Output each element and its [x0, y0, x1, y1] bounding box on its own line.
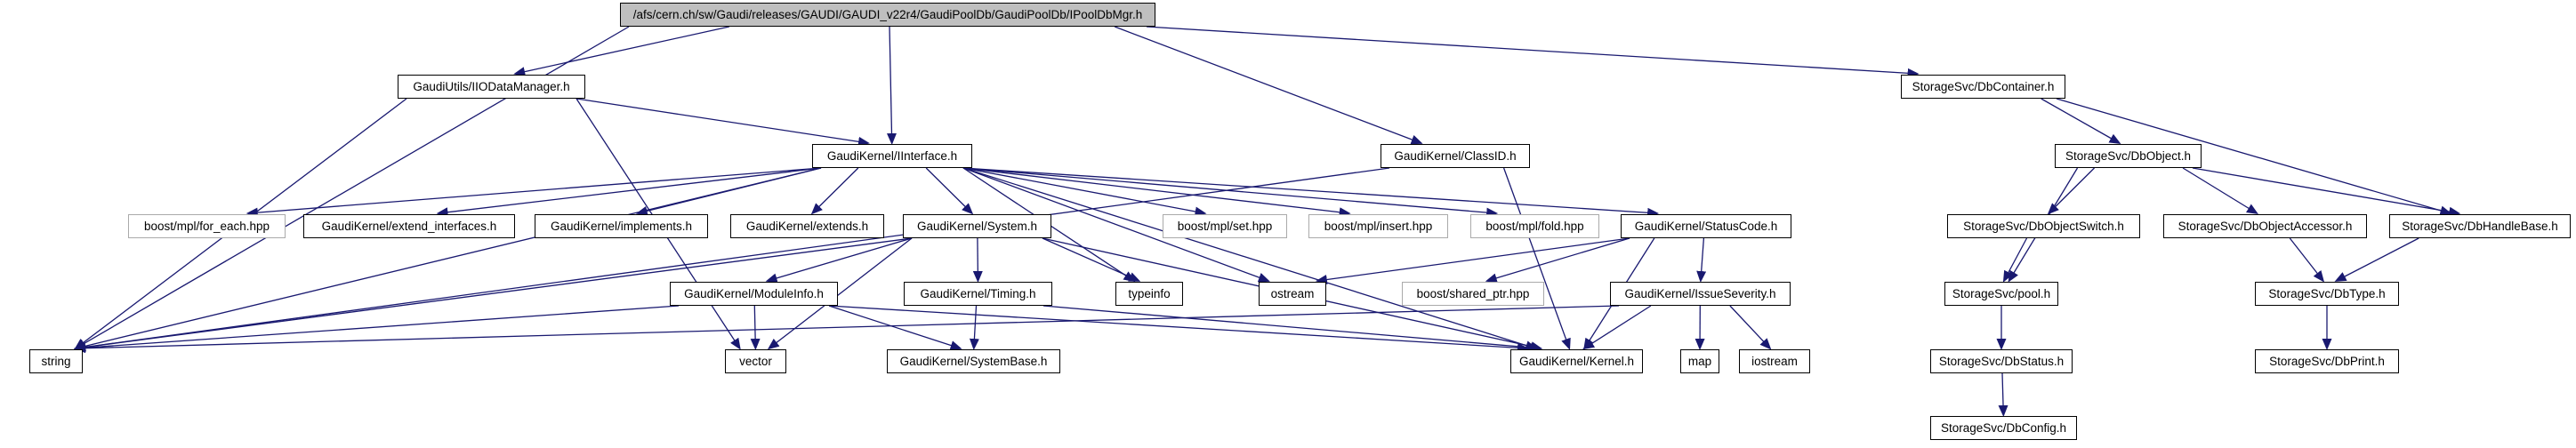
include-edge-moduleinfo-to-string [74, 305, 680, 353]
include-edge-iinterface-to-statuscode [962, 167, 1660, 218]
include-edge-dbobject-to-dbaccessor [2182, 167, 2258, 215]
include-edge-moduleinfo-to-kernel [828, 305, 1529, 353]
include-edge-dbobject-to-dbswitch [2047, 167, 2095, 215]
graph-node-iiodm[interactable]: GaudiUtils/IIODataManager.h [398, 75, 585, 99]
include-edge-dbhandle-to-dbtype [2334, 237, 2419, 282]
graph-node-systembase[interactable]: GaudiKernel/SystemBase.h [887, 349, 1060, 373]
graph-node-implements[interactable]: GaudiKernel/implements.h [535, 214, 708, 238]
graph-node-map: map [1680, 349, 1719, 373]
include-edge-iinterface-to-insert [962, 167, 1351, 218]
graph-node-dbswitch[interactable]: StorageSvc/DbObjectSwitch.h [1947, 214, 2140, 238]
include-edge-dbcontainer-to-dbobject [2041, 98, 2121, 144]
include-edge-iinterface-to-string [74, 167, 822, 351]
graph-node-system[interactable]: GaudiKernel/System.h [903, 214, 1051, 238]
graph-node-dbstatus[interactable]: StorageSvc/DbStatus.h [1930, 349, 2073, 373]
graph-node-for_each: boost/mpl/for_each.hpp [128, 214, 286, 238]
graph-node-dbhandle[interactable]: StorageSvc/DbHandleBase.h [2389, 214, 2571, 238]
include-edge-system-to-string [74, 237, 913, 353]
graph-node-dbconfig[interactable]: StorageSvc/DbConfig.h [1930, 416, 2077, 440]
graph-node-dbtype[interactable]: StorageSvc/DbType.h [2255, 282, 2399, 306]
include-edge-moduleinfo-to-systembase [828, 305, 962, 350]
include-edge-iiodm-to-iinterface [576, 98, 870, 147]
include-edge-iinterface-to-for_each [246, 167, 822, 218]
graph-node-set: boost/mpl/set.hpp [1163, 214, 1287, 238]
include-edge-issuesev-to-kernel [1582, 305, 1652, 350]
include-edge-statuscode-to-sharedptr [1485, 237, 1630, 284]
include-edge-dbstatus-to-dbconfig [1998, 372, 2008, 417]
include-edge-moduleinfo-to-vector [750, 305, 761, 350]
include-edge-iinterface-to-kernel [962, 167, 1538, 350]
include-edge-iinterface-to-ostream [962, 167, 1270, 283]
include-edge-system-to-vector [767, 237, 913, 350]
include-edge-issuesev-to-string [74, 305, 1620, 354]
include-edge-classid-to-kernel [1502, 167, 1571, 350]
include-edge-system-to-moduleinfo [765, 237, 913, 284]
include-edge-system-to-typeinfo [1042, 237, 1141, 282]
include-edge-statuscode-to-ostream [1315, 237, 1630, 284]
include-edge-title-to-dbcontainer [1146, 26, 1920, 78]
graph-node-fold: boost/mpl/fold.hpp [1470, 214, 1599, 238]
include-edge-iinterface-to-fold [962, 167, 1499, 218]
graph-node-insert: boost/mpl/insert.hpp [1308, 214, 1448, 238]
include-edge-classid-to-string [74, 167, 1390, 352]
graph-node-extint[interactable]: GaudiKernel/extend_interfaces.h [303, 214, 515, 238]
include-edge-dbcontainer-to-dbhandle [2056, 98, 2452, 216]
graph-node-sharedptr: boost/shared_ptr.hpp [1402, 282, 1544, 306]
include-edge-title-to-iinterface [886, 26, 897, 145]
include-edge-issuesev-to-iostream [1729, 305, 1772, 350]
graph-node-classid[interactable]: GaudiKernel/ClassID.h [1381, 144, 1530, 168]
graph-node-pool[interactable]: StorageSvc/pool.h [1944, 282, 2058, 306]
include-edge-timing-to-kernel [1042, 305, 1543, 353]
include-edge-iinterface-to-extends [810, 167, 859, 215]
graph-node-moduleinfo[interactable]: GaudiKernel/ModuleInfo.h [670, 282, 838, 306]
graph-node-dbobject[interactable]: StorageSvc/DbObject.h [2055, 144, 2202, 168]
graph-node-dbaccessor[interactable]: StorageSvc/DbObjectAccessor.h [2163, 214, 2367, 238]
graph-node-iinterface[interactable]: GaudiKernel/IInterface.h [812, 144, 972, 168]
include-edge-dbobject-to-dbhandle [2192, 167, 2461, 217]
graph-node-statuscode[interactable]: GaudiKernel/StatusCode.h [1621, 214, 1791, 238]
graph-node-typeinfo: typeinfo [1115, 282, 1183, 306]
graph-node-extends[interactable]: GaudiKernel/extends.h [730, 214, 884, 238]
include-edge-iinterface-to-system [925, 167, 974, 215]
include-edge-iinterface-to-extint [436, 167, 822, 218]
graph-node-dbprint[interactable]: StorageSvc/DbPrint.h [2255, 349, 2399, 373]
include-edge-statuscode-to-issuesev [1696, 237, 1707, 283]
include-edge-dbswitch-to-pool [2002, 237, 2028, 283]
graph-root-node: /afs/cern.ch/sw/Gaudi/releases/GAUDI/GAU… [620, 3, 1155, 27]
include-edge-title-to-iiodm [513, 26, 729, 77]
include-edge-dbaccessor-to-dbtype [2289, 237, 2325, 283]
graph-node-kernel[interactable]: GaudiKernel/Kernel.h [1510, 349, 1643, 373]
graph-node-iostream: iostream [1739, 349, 1810, 373]
include-edge-iinterface-to-set [962, 167, 1207, 217]
include-edge-timing-to-systembase [969, 305, 979, 350]
graph-node-vector: vector [725, 349, 786, 373]
include-edge-title-to-classid [1114, 26, 1423, 145]
graph-node-timing[interactable]: GaudiKernel/Timing.h [904, 282, 1052, 306]
graph-node-dbcontainer[interactable]: StorageSvc/DbContainer.h [1901, 75, 2065, 99]
graph-node-string: string [29, 349, 83, 373]
graph-node-issuesev[interactable]: GaudiKernel/IssueSeverity.h [1610, 282, 1791, 306]
graph-node-ostream: ostream [1259, 282, 1326, 306]
